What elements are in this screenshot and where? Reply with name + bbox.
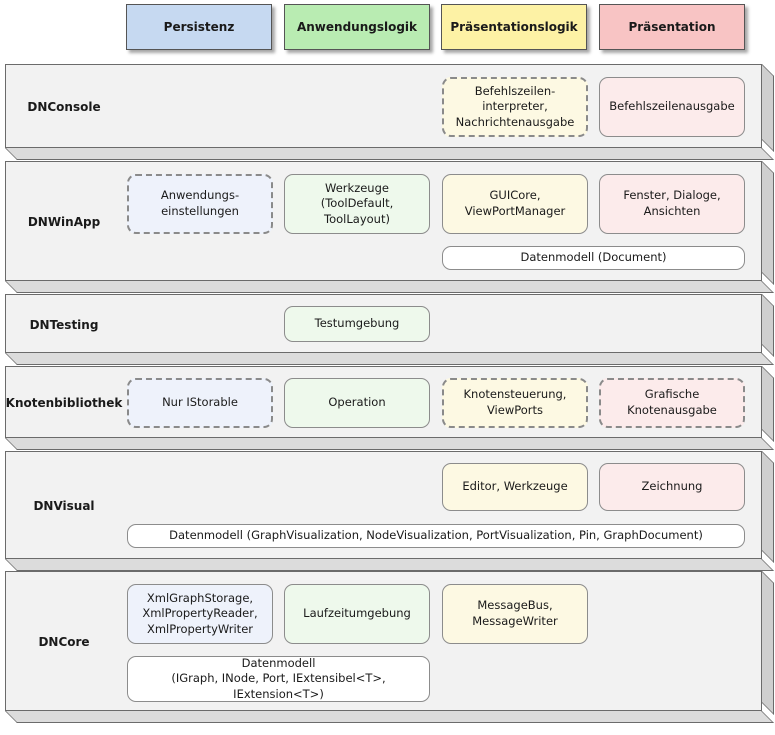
- command-output-box: Befehlszeilenausgabe: [599, 77, 745, 137]
- column-header-presentation-logic: Präsentationslogik: [441, 4, 587, 50]
- xml-storage-box: XmlGraphStorage, XmlPropertyReader, XmlP…: [127, 584, 273, 644]
- document-data-model-box: Datenmodell (Document): [442, 246, 745, 270]
- layer-label: Knotenbibliothek: [5, 396, 123, 410]
- tools-box: Werkzeuge (ToolDefault, ToolLayout): [284, 174, 430, 234]
- istorable-box: Nur IStorable: [127, 378, 273, 428]
- app-settings-box: Anwendungs- einstellungen: [127, 174, 273, 234]
- layer-dncore: DNCore XmlGraphStorage, XmlPropertyReade…: [5, 571, 762, 711]
- drawing-box: Zeichnung: [599, 463, 745, 511]
- layer-label: DNWinApp: [27, 215, 101, 229]
- layer-label: DNCore: [38, 635, 90, 649]
- message-bus-box: MessageBus, MessageWriter: [442, 584, 588, 644]
- layer-dnvisual: DNVisual Editor, Werkzeuge Zeichnung Dat…: [5, 451, 762, 559]
- operation-box: Operation: [284, 378, 430, 428]
- windows-dialogs-box: Fenster, Dialoge, Ansichten: [599, 174, 745, 234]
- layer-dnwinapp: DNWinApp Anwendungs- einstellungen Werkz…: [5, 161, 762, 281]
- node-control-box: Knotensteuerung, ViewPorts: [442, 378, 588, 428]
- column-header-presentation: Präsentation: [599, 4, 745, 50]
- graphic-node-output-box: Grafische Knotenausgabe: [599, 378, 745, 428]
- layer-label: DNTesting: [29, 317, 99, 332]
- core-data-model-box: Datenmodell (IGraph, INode, Port, IExten…: [127, 656, 430, 702]
- column-header-persistence: Persistenz: [126, 4, 272, 50]
- layer-label: DNVisual: [33, 499, 95, 513]
- editor-tools-box: Editor, Werkzeuge: [442, 463, 588, 511]
- layer-knotenbibliothek: Knotenbibliothek Nur IStorable Operation…: [5, 366, 762, 438]
- layer-dntesting: DNTesting Testumgebung: [5, 294, 762, 353]
- runtime-box: Laufzeitumgebung: [284, 584, 430, 644]
- gui-core-box: GUICore, ViewPortManager: [442, 174, 588, 234]
- column-header-application-logic: Anwendungslogik: [284, 4, 430, 50]
- layer-dnconsole: DNConsole Befehlszeilen- interpreter, Na…: [5, 64, 762, 148]
- visualization-data-model-box: Datenmodell (GraphVisualization, NodeVis…: [127, 524, 745, 548]
- layer-label: DNConsole: [27, 100, 101, 114]
- command-interpreter-box: Befehlszeilen- interpreter, Nachrichtena…: [442, 77, 588, 137]
- test-environment-box: Testumgebung: [284, 306, 430, 342]
